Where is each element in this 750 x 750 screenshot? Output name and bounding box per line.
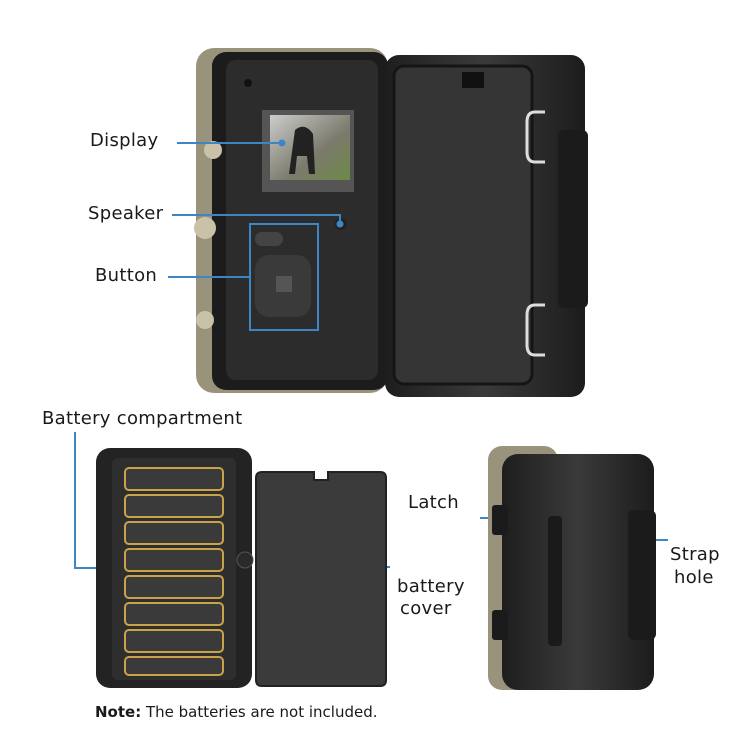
speaker-label: Speaker: [88, 203, 164, 224]
note-text: The batteries are not included.: [145, 703, 378, 721]
camera-closed-back: [488, 446, 656, 690]
strap-hole-label-1: Strap: [670, 544, 720, 565]
note-prefix: Note:: [95, 703, 142, 721]
button-label: Button: [95, 265, 158, 286]
note: Note: The batteries are not included.: [95, 703, 378, 721]
battery-cover-label-2: cover: [400, 598, 452, 619]
battery-compartment: [96, 448, 254, 688]
battery-cover: [255, 471, 387, 687]
camera-front-open: [194, 48, 388, 393]
camera-door-open: [385, 55, 588, 397]
battery-cover-label-1: battery: [397, 576, 465, 597]
strap-hole-label-2: hole: [674, 567, 714, 588]
battery-compartment-label: Battery compartment: [42, 408, 243, 429]
display-label: Display: [90, 130, 159, 151]
latch-label: Latch: [408, 492, 459, 513]
